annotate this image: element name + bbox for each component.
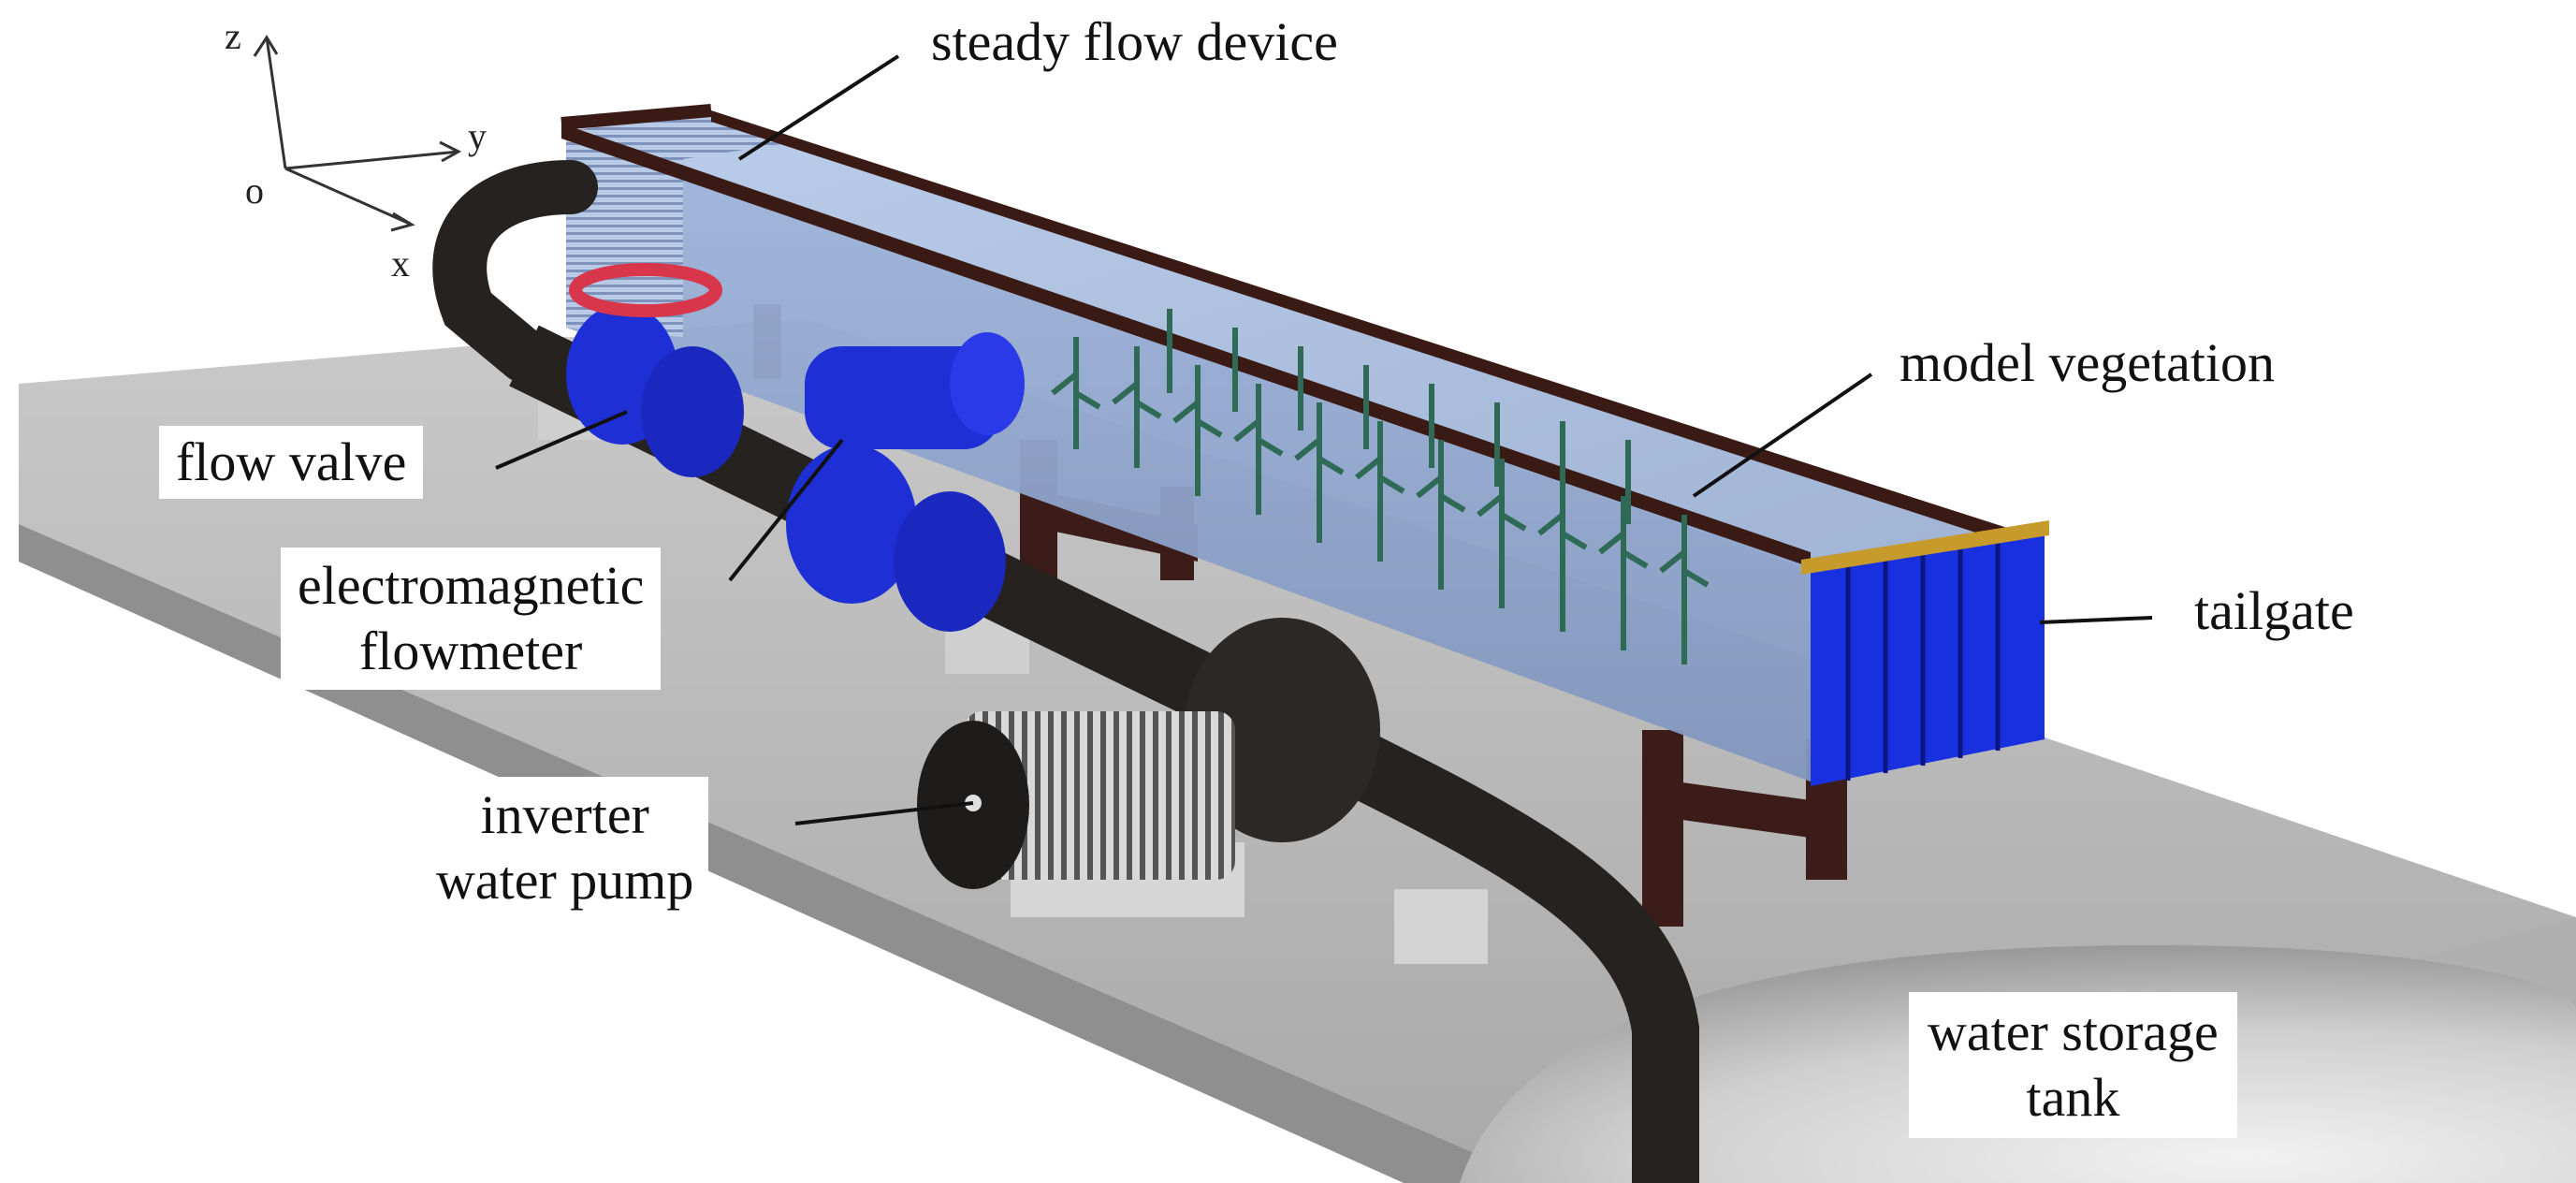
flume-rail-top	[560, 104, 712, 130]
electromagnetic-flowmeter-label: electromagnetic flowmeter	[281, 548, 662, 690]
steady-flow-device-label: steady flow device	[922, 11, 1347, 73]
axis-origin-label: o	[245, 169, 264, 212]
leader-lines	[495, 54, 2153, 825]
flume-rail-back	[711, 110, 2030, 550]
inverter-water-pump-line-2: water pump	[436, 850, 694, 911]
flume-front-face	[566, 131, 1811, 781]
inverter-water-pump	[917, 618, 1380, 917]
tailgate	[1811, 532, 2045, 786]
support-block	[1394, 889, 1488, 964]
water-storage-tank-label: water storage tank	[1909, 992, 2237, 1138]
electromagnetic-flowmeter	[786, 332, 1025, 632]
tailgate-slats	[1845, 539, 2001, 781]
electromagnetic-flowmeter-line-1: electromagnetic	[298, 555, 645, 616]
model-vegetation-label: model vegetation	[1890, 332, 2285, 394]
flow-valve-label: flow valve	[159, 426, 424, 499]
axis-y-label: y	[468, 115, 487, 157]
inverter-water-pump-label: inverter water pump	[421, 777, 709, 919]
axis-x-label: x	[391, 242, 410, 285]
water-storage-tank-line-1: water storage	[1928, 1001, 2219, 1062]
model-vegetation	[1051, 309, 1710, 665]
electromagnetic-flowmeter-line-2: flowmeter	[359, 621, 583, 681]
coordinate-axes	[253, 35, 462, 232]
tailgate-bar	[1801, 520, 2049, 575]
pipe-return	[432, 160, 598, 383]
axis-z-label: z	[225, 15, 241, 57]
flume-water-top	[566, 112, 2030, 571]
water-storage-tank-line-2: tank	[2026, 1067, 2120, 1128]
flow-valve	[566, 263, 744, 477]
inverter-water-pump-line-1: inverter	[480, 784, 649, 845]
steady-flow-grid	[566, 112, 805, 337]
tailgate-label: tailgate	[2185, 580, 2364, 642]
valve-wheel	[569, 263, 722, 317]
